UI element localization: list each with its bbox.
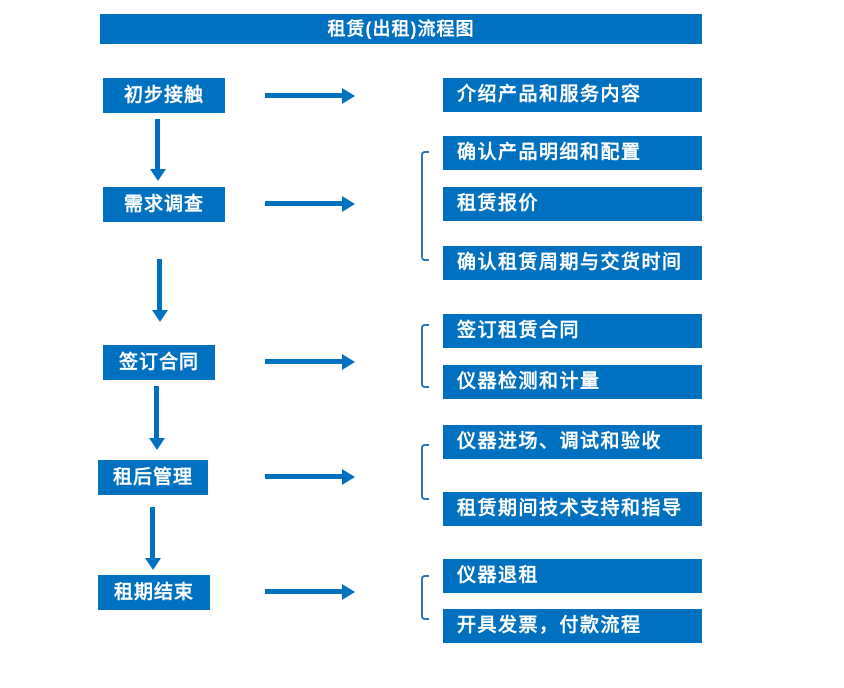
arrow-head [342,469,355,485]
arrow-shaft [265,93,342,98]
arrow-shaft [150,507,155,558]
detail-box-confirm-period-delivery: 确认租赁周期与交货时间 [443,246,702,280]
detail-box-technical-support: 租赁期间技术支持和指导 [443,492,702,526]
right-arrow-connector [265,88,355,104]
arrow-head [152,310,168,322]
right-arrow-connector [265,469,355,485]
down-arrow-connector [152,259,168,322]
detail-box-sign-rental-contract: 签订租赁合同 [443,314,702,348]
arrow-shaft [265,201,342,206]
step-box-post-rental-management: 租后管理 [98,460,208,495]
detail-box-instrument-return: 仪器退租 [443,559,702,593]
arrow-shaft [265,589,342,594]
flowchart-title: 租赁(出租)流程图 [100,14,702,44]
arrow-head [342,584,355,600]
right-arrow-connector [265,196,355,212]
arrow-head [149,438,165,450]
arrow-head [145,558,161,570]
step-box-demand-survey: 需求调查 [103,187,225,222]
detail-box-introduce-products: 介绍产品和服务内容 [443,78,702,112]
bracket-connector [421,444,429,500]
detail-box-instrument-setup-acceptance: 仪器进场、调试和验收 [443,425,702,459]
down-arrow-connector [145,507,161,570]
bracket-connector [421,575,429,620]
step-box-rental-end: 租期结束 [98,575,210,610]
detail-box-invoice-payment: 开具发票，付款流程 [443,609,702,643]
down-arrow-connector [150,119,166,181]
step-box-initial-contact: 初步接触 [103,78,225,113]
down-arrow-connector [149,386,165,450]
detail-box-confirm-product-config: 确认产品明细和配置 [443,136,702,170]
arrow-head [150,169,166,181]
arrow-shaft [265,359,342,364]
bracket-connector [421,324,429,388]
detail-box-instrument-testing: 仪器检测和计量 [443,365,702,399]
right-arrow-connector [265,584,355,600]
arrow-shaft [154,386,159,438]
arrow-shaft [157,259,162,310]
arrow-head [342,196,355,212]
arrow-head [342,354,355,370]
arrow-shaft [155,119,160,169]
arrow-shaft [265,474,342,479]
arrow-head [342,88,355,104]
right-arrow-connector [265,354,355,370]
bracket-connector [421,151,429,261]
detail-box-rental-quotation: 租赁报价 [443,187,702,221]
step-box-sign-contract: 签订合同 [103,345,215,380]
